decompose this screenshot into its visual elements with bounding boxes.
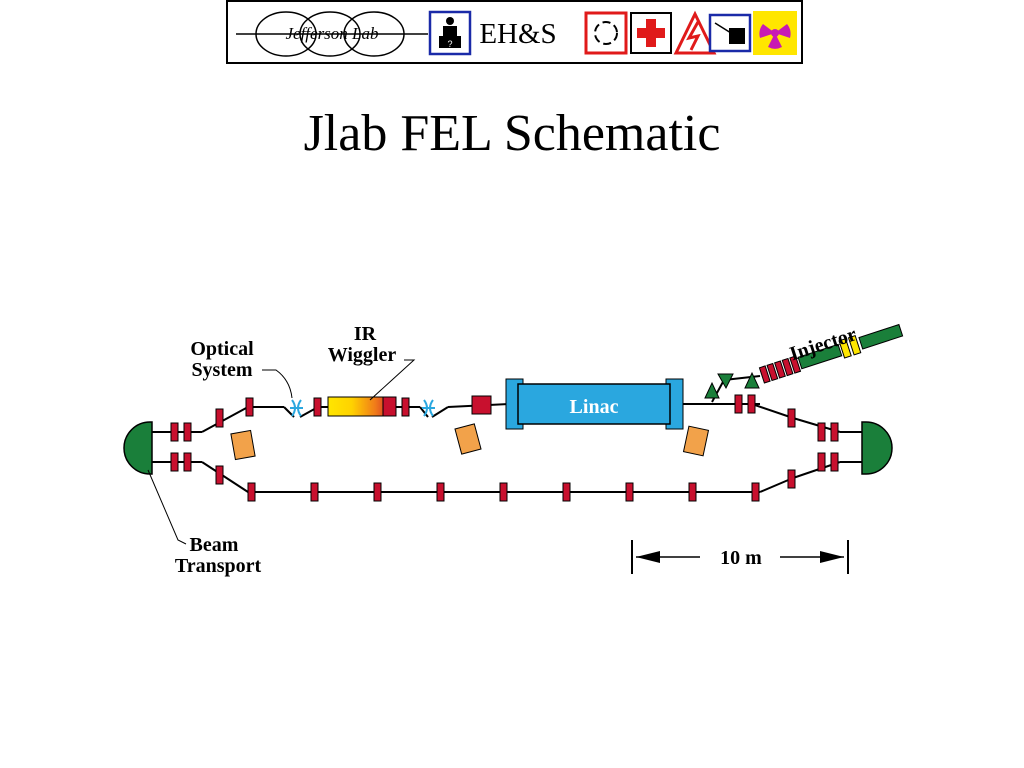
quadrupole-magnet — [401, 397, 410, 417]
svg-text:?: ? — [447, 39, 452, 49]
quadrupole-magnet — [751, 482, 760, 502]
radiation-icon — [753, 11, 797, 55]
linac-label: Linac — [570, 396, 619, 418]
jefferson-lab-logo: Jefferson Lab — [236, 11, 428, 57]
laser-icon — [708, 13, 752, 53]
injector-line — [758, 323, 904, 384]
quadrupole-magnet — [436, 482, 445, 502]
ir-label-line1: IR — [354, 323, 377, 345]
quadrupole-magnet — [247, 482, 256, 502]
quadrupole-magnet — [313, 397, 322, 417]
quadrupole-magnet — [688, 482, 697, 502]
logo-text: Jefferson Lab — [285, 24, 378, 43]
ir-label-line2: Wiggler — [328, 344, 397, 366]
chicane-magnets — [230, 423, 710, 461]
quadrupole-magnet — [787, 408, 796, 428]
quadrupole-magnet — [787, 469, 796, 489]
header-logos: Jefferson Lab ? EH&S — [236, 10, 797, 57]
quadrupole-magnet — [310, 482, 319, 502]
quadrupole-magnet — [215, 465, 224, 485]
quadrupole-magnet — [499, 482, 508, 502]
beam-label-line1: Beam — [190, 534, 239, 556]
scale-label: 10 m — [720, 547, 762, 569]
slide-title: Jlab FEL Schematic — [303, 105, 721, 162]
info-person-icon: ? — [428, 10, 472, 56]
linac: Linac — [505, 378, 684, 430]
quadrupole-magnet — [747, 394, 756, 414]
quadrupole-magnet — [183, 452, 192, 472]
recycle-icon — [584, 11, 628, 55]
electrical-hazard-icon — [673, 10, 717, 55]
quadrupole-magnet — [471, 395, 492, 415]
quadrupole-magnet — [215, 408, 224, 428]
quadrupole-magnet — [373, 482, 382, 502]
header-banner: Jefferson Lab ? EH&S — [226, 0, 803, 64]
scale-bar: 10 m — [631, 540, 849, 574]
quadrupole-magnet — [817, 452, 826, 472]
quadrupole-magnet — [625, 482, 634, 502]
ir-leader — [369, 359, 416, 401]
beam-leader — [147, 469, 187, 545]
quadrupole-magnet — [170, 452, 179, 472]
left-bend-dipole — [123, 421, 153, 475]
injector-dipoles — [704, 371, 760, 399]
quadrupole-group — [170, 394, 839, 502]
beam-label-line2: Transport — [175, 555, 262, 577]
optical-label-line1: Optical — [190, 338, 254, 360]
first-aid-icon — [630, 12, 672, 54]
optical-mirrors — [290, 399, 435, 417]
optical-label-line2: System — [191, 359, 252, 381]
quadrupole-magnet — [830, 422, 839, 442]
right-bend-dipole — [861, 421, 893, 475]
optical-leader — [262, 369, 293, 399]
ehs-label: EH&S — [479, 18, 556, 50]
quadrupole-magnet — [817, 422, 826, 442]
quadrupole-magnet — [734, 394, 743, 414]
quadrupole-magnet — [245, 397, 254, 417]
quadrupole-magnet — [183, 422, 192, 442]
quadrupole-magnet — [170, 422, 179, 442]
quadrupole-magnet — [562, 482, 571, 502]
quadrupole-magnet — [830, 452, 839, 472]
